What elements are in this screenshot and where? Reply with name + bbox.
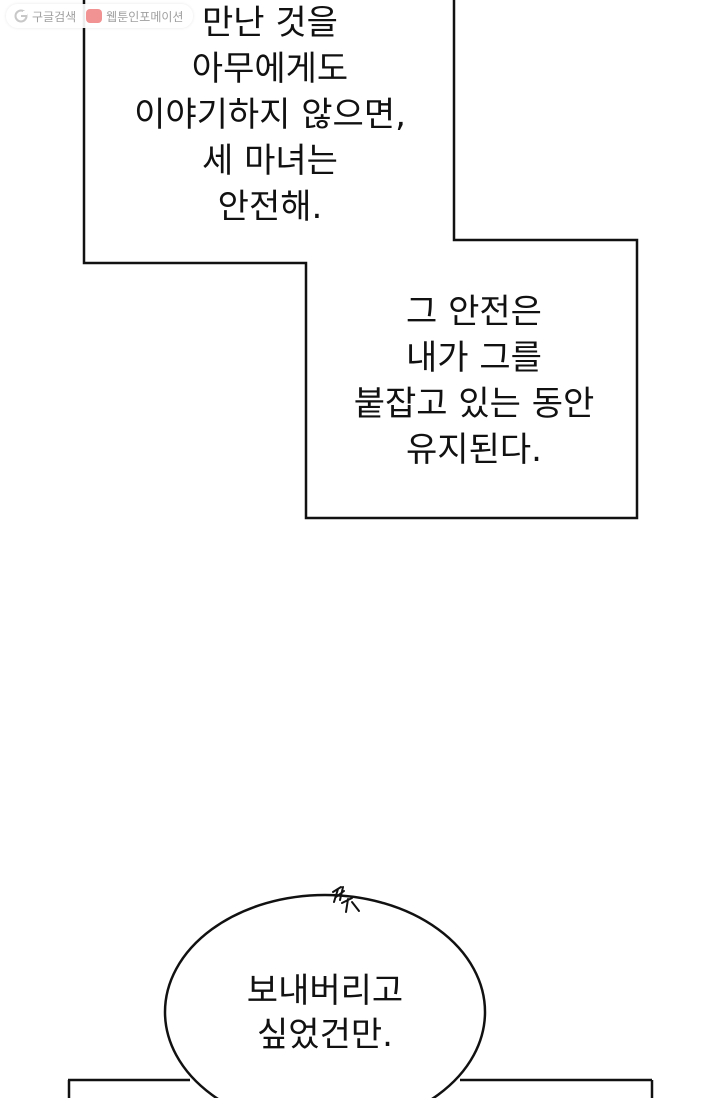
speech-bubble-text: 보내버리고 싶었건만. — [246, 971, 404, 1055]
webtoon-info-label: 웹툰인포메이션 — [106, 9, 184, 24]
watermark-badge[interactable]: 구글검색 웹툰인포메이션 — [6, 4, 194, 28]
webtoon-badge-icon — [86, 9, 103, 23]
panel-1-border — [82, 0, 639, 520]
google-search-label: 구글검색 — [32, 9, 77, 24]
google-g-icon — [14, 9, 28, 23]
sfx-mark — [332, 886, 360, 913]
speech-bubble — [163, 893, 487, 1098]
panel-1-narration: 만난 것을 아무에게도 이야기하지 않으면, 세 마녀는 안전해. — [134, 3, 406, 227]
panel-2-narration: 그 안전은 내가 그를 붙잡고 있는 동안 유지된다. — [353, 292, 595, 470]
